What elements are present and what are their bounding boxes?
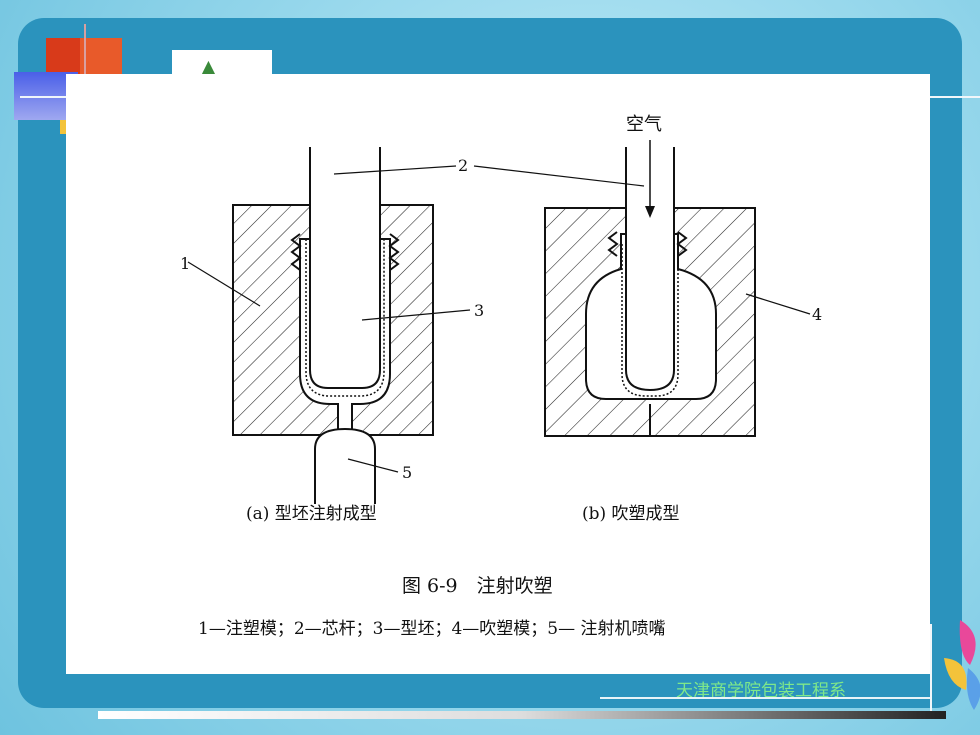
figure-title: 图 6-9 注射吹塑 (402, 575, 553, 597)
leader-lines (187, 165, 811, 473)
decor-right-vertical-line (930, 624, 932, 714)
callout-5: 5 (402, 463, 412, 482)
mold-a (232, 147, 434, 504)
callout-2: 2 (458, 156, 468, 175)
footer-department: 天津商学院包装工程系 (676, 681, 846, 701)
caption-a: (a) 型坯注射成型 (246, 504, 377, 524)
callout-3: 3 (474, 301, 484, 320)
caption-b: (b) 吹塑成型 (582, 504, 680, 524)
figure-legend: 1—注塑模；2—芯杆；3—型坯；4—吹塑模；5— 注射机喷嘴 (198, 619, 665, 639)
callout-4: 4 (812, 305, 822, 324)
content-panel: 空气 2 1 3 4 5 (a) 型坯注射成型 (b) 吹塑成型 图 6-9 注… (66, 74, 930, 674)
footer-underline (600, 697, 930, 699)
injection-blow-molding-diagram: 空气 2 1 3 4 5 (a) 型坯注射成型 (b) 吹塑成型 图 6-9 注… (180, 114, 822, 639)
callout-1: 1 (180, 254, 190, 273)
decor-red-square-light (80, 38, 122, 78)
decor-color-arcs (944, 620, 980, 710)
bottom-gradient-bar (98, 711, 946, 719)
air-label: 空气 (626, 114, 662, 135)
mold-b (544, 140, 756, 437)
